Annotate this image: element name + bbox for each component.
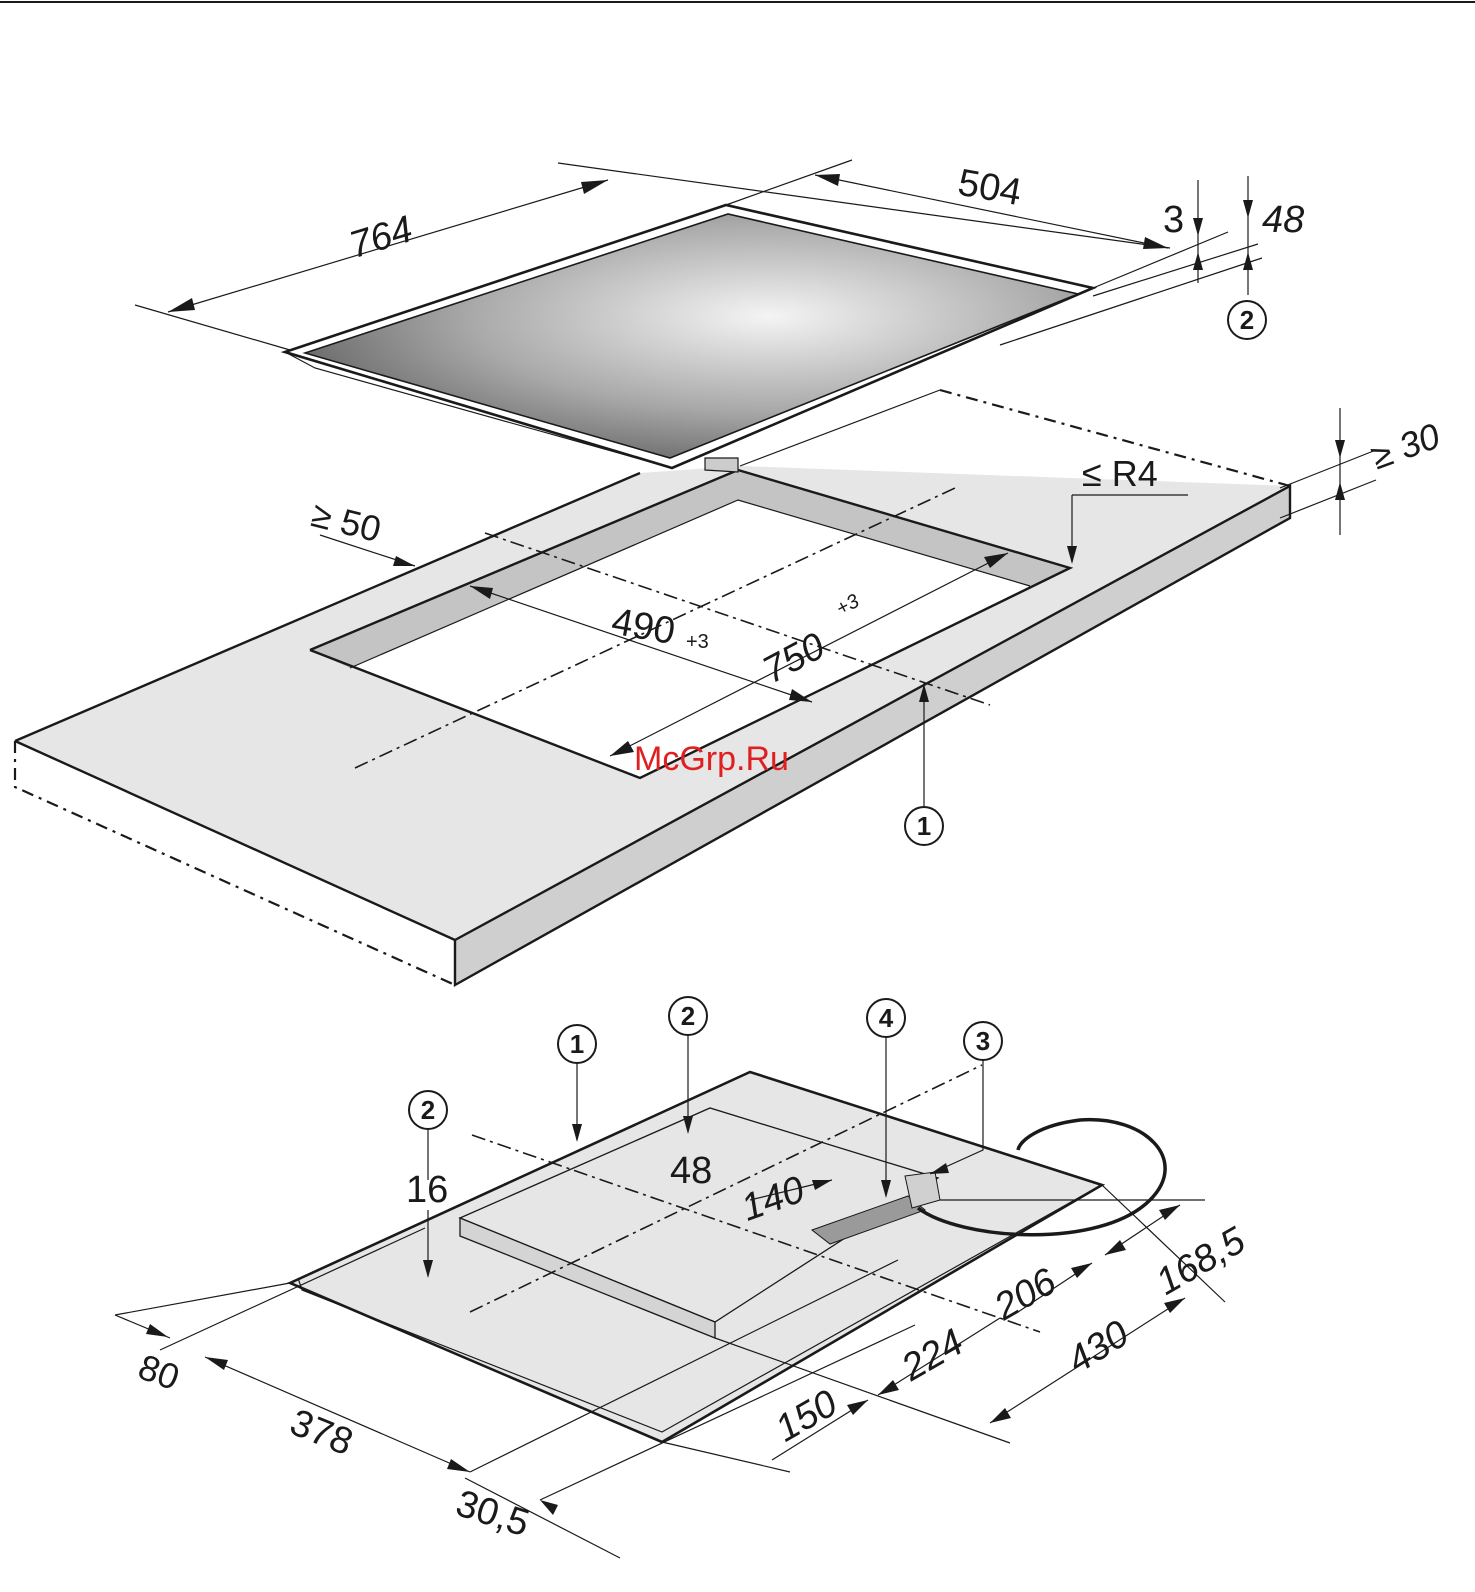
arrow-head — [572, 1124, 582, 1142]
dim-label-30-5: 30,5 — [451, 1482, 534, 1545]
ext-line — [1093, 244, 1258, 296]
arrow-head — [540, 1500, 558, 1515]
arrow-head — [581, 180, 608, 194]
dim-label-430: 430 — [1060, 1313, 1136, 1382]
dim-label-224: 224 — [894, 1321, 971, 1390]
dim-label-48: 48 — [1262, 199, 1304, 241]
hob-housing — [705, 458, 738, 472]
arrow-head — [1105, 1240, 1126, 1255]
arrow-head — [205, 1357, 228, 1370]
dim-label-48b: 48 — [670, 1150, 712, 1192]
callout-2-label: 2 — [1240, 305, 1254, 335]
arrow-head — [1193, 218, 1203, 236]
dim-label-30: ≥ 30 — [1365, 415, 1445, 477]
arrow-head — [1243, 200, 1253, 218]
dim-label-16: 16 — [406, 1169, 448, 1211]
dim-label-150: 150 — [769, 1382, 845, 1450]
dim-label-50: ≥ 50 — [308, 493, 386, 550]
hob-glass — [305, 214, 1078, 458]
callout-4-label: 4 — [879, 1003, 894, 1033]
watermark: McGrp.Ru — [634, 740, 789, 778]
ext-line — [135, 305, 290, 350]
arrow-head — [1335, 440, 1345, 458]
ext-line — [1280, 450, 1376, 488]
callout-2a-label: 2 — [421, 1095, 435, 1125]
dim-label-378: 378 — [284, 1401, 359, 1464]
arrow-head — [146, 1324, 168, 1337]
arrow-head — [1071, 1263, 1092, 1278]
callout-3-label: 3 — [976, 1026, 990, 1056]
ext-line — [662, 1442, 790, 1472]
arrow-head — [878, 1380, 899, 1395]
arrow-head — [168, 298, 195, 312]
dim-label-r4: ≤ R4 — [1082, 453, 1158, 494]
arrow-head — [990, 1408, 1011, 1423]
arrow-head — [1193, 252, 1203, 270]
callout-1-label: 1 — [917, 811, 931, 841]
dim-label-764: 764 — [345, 208, 418, 267]
arrow-head — [1159, 1205, 1180, 1220]
arrow-head — [393, 556, 415, 566]
dim-label-3: 3 — [1163, 199, 1184, 241]
callout-1b-label: 1 — [570, 1029, 584, 1059]
callout-2b-label: 2 — [681, 1001, 695, 1031]
arrow-head — [447, 1459, 470, 1472]
dim-label-80: 80 — [133, 1346, 185, 1398]
arrow-head — [1335, 482, 1345, 500]
ext-line — [115, 1283, 290, 1315]
ext-line — [1280, 480, 1376, 518]
arrow-head — [815, 174, 840, 186]
dim-label-490-tol: +3 — [686, 631, 709, 653]
arrow-head — [847, 1400, 868, 1415]
dim-label-168-5: 168,5 — [1149, 1219, 1253, 1303]
